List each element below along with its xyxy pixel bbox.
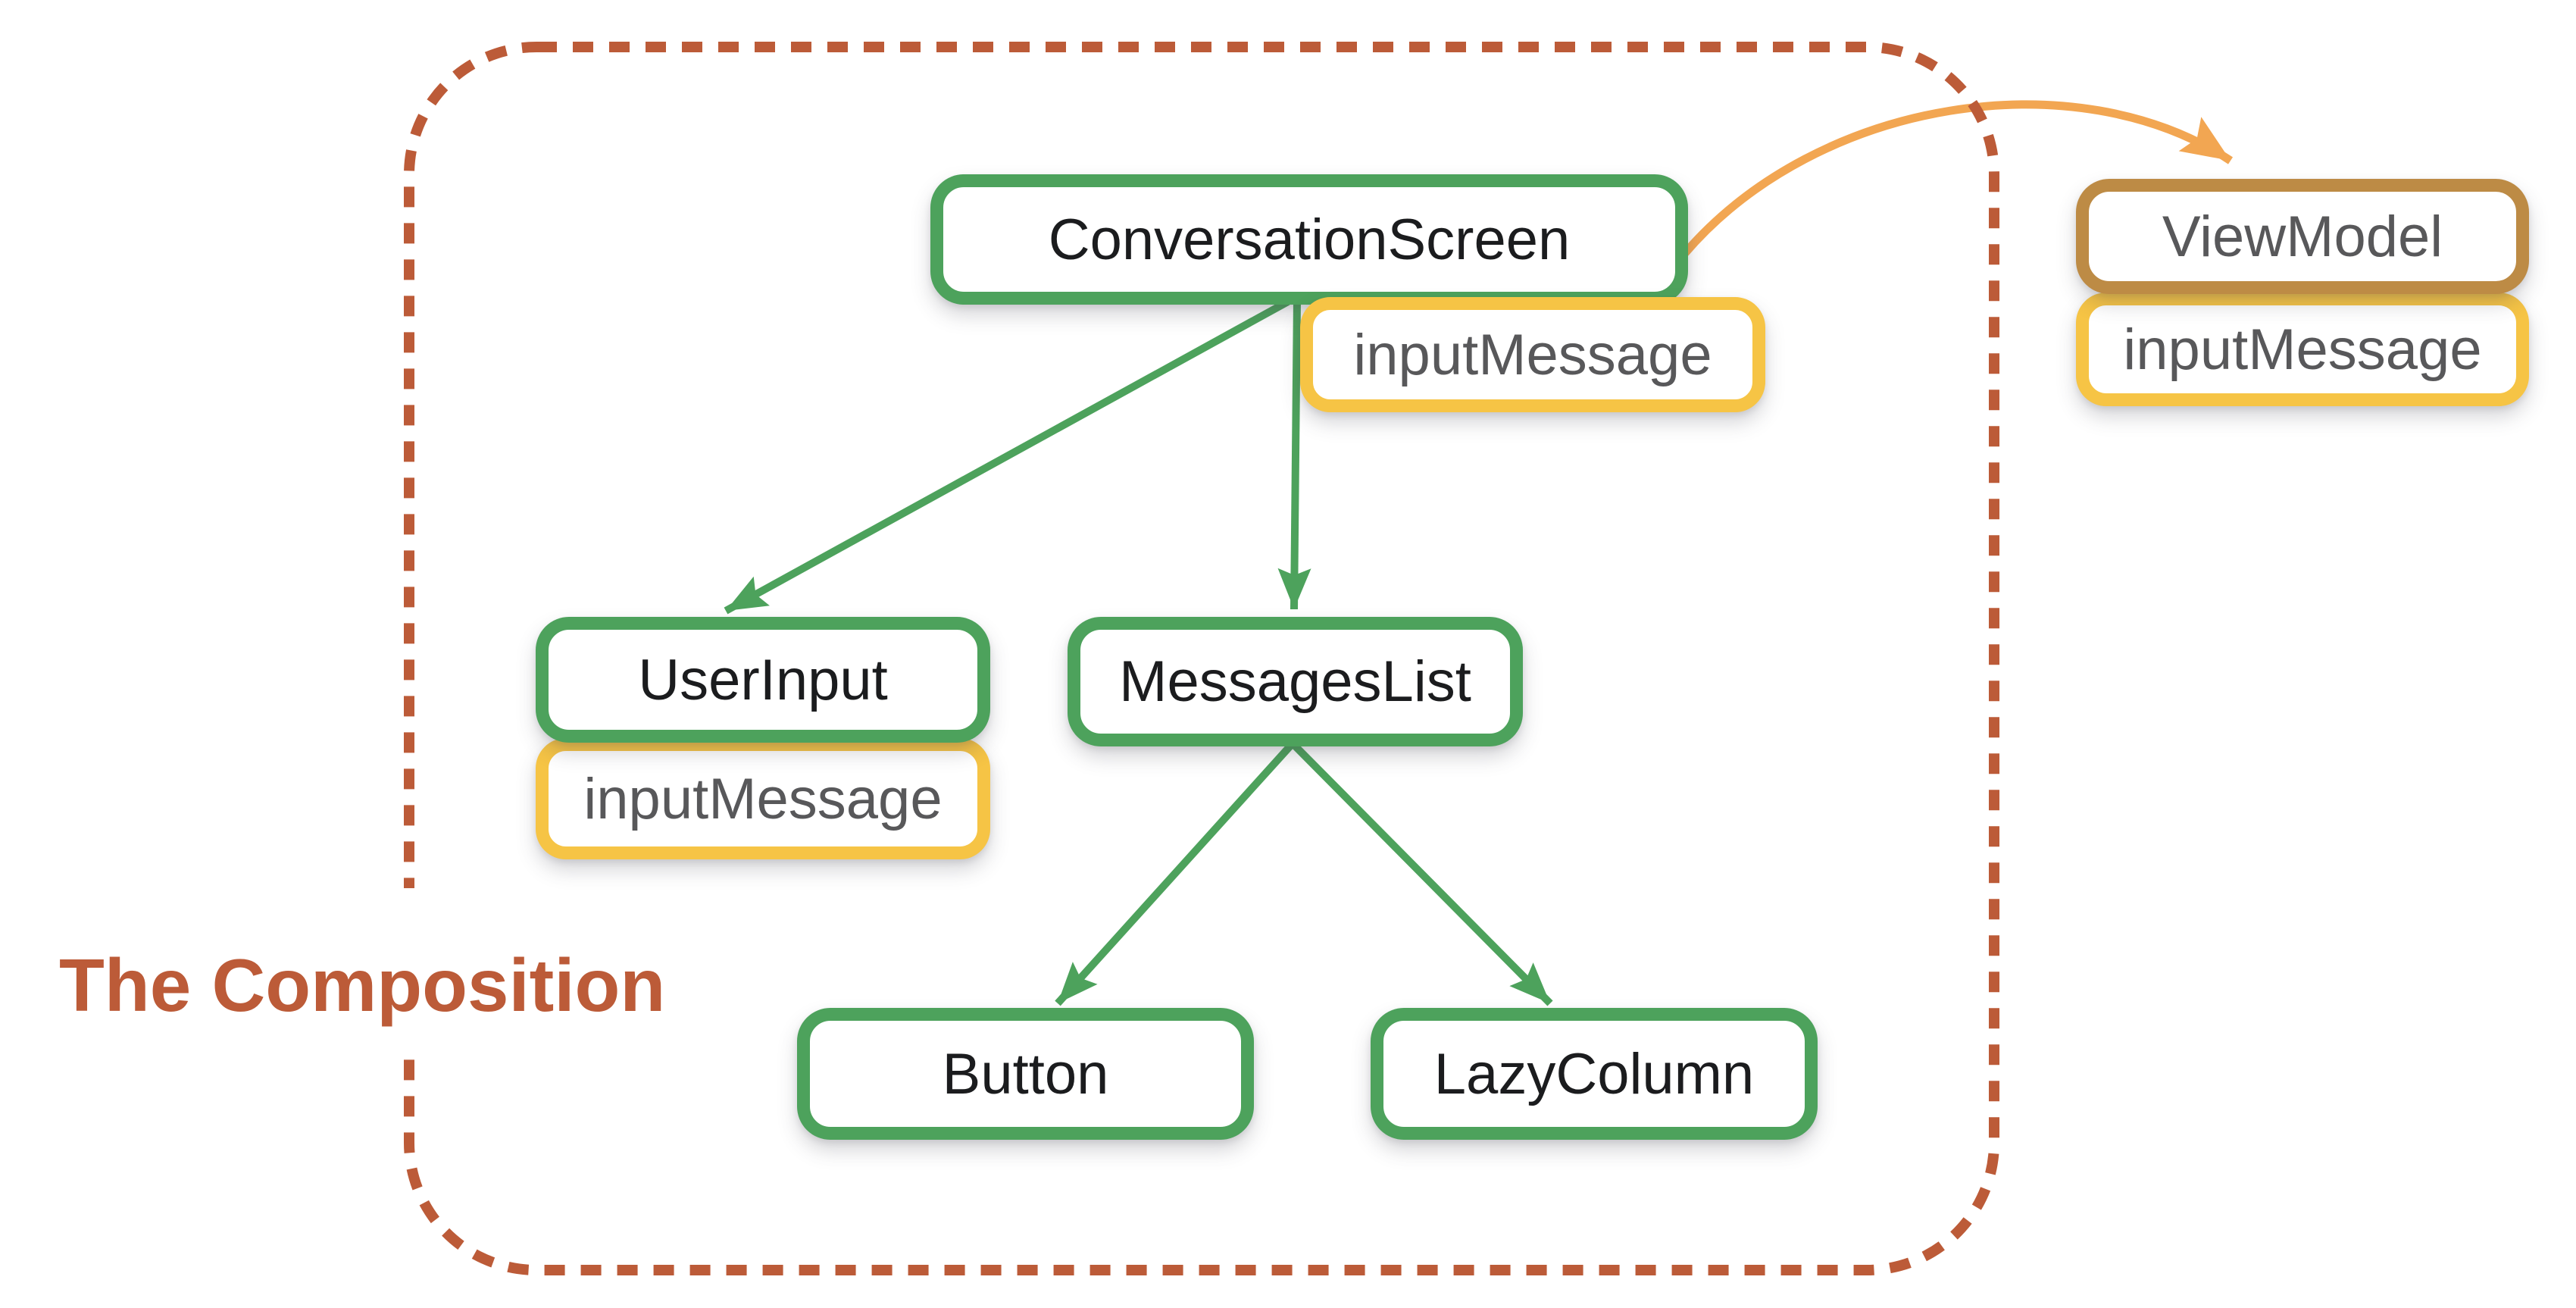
node-lazy-column: LazyColumn (1371, 1008, 1818, 1140)
state-label: inputMessage (583, 766, 943, 831)
edge-conversationscreen-viewmodel (1681, 100, 2234, 256)
node-label: Button (942, 1041, 1109, 1106)
node-view-model: ViewModel (2076, 179, 2529, 294)
node-conversation-screen: ConversationScreen (930, 174, 1688, 305)
badge-user-input-input-message: inputMessage (536, 738, 990, 859)
edge-messageslist-button (1055, 740, 1296, 1006)
state-label: inputMessage (2123, 317, 2482, 382)
edge-conversationscreen-userinput (724, 298, 1290, 615)
badge-view-model-input-message: inputMessage (2076, 293, 2529, 406)
edge-conversationscreen-messageslist (1277, 299, 1311, 610)
composition-boundary (404, 42, 1999, 1275)
node-label: UserInput (638, 647, 888, 712)
node-messages-list: MessagesList (1068, 617, 1523, 746)
node-button: Button (797, 1008, 1254, 1140)
boundary-title-gap (377, 888, 441, 1056)
state-label: inputMessage (1353, 322, 1712, 387)
edge-messageslist-lazycolumn (1290, 740, 1553, 1006)
badge-conversation-screen-input-message: inputMessage (1300, 297, 1765, 412)
node-user-input: UserInput (536, 617, 990, 743)
node-label: ConversationScreen (1048, 207, 1571, 272)
node-label: MessagesList (1119, 649, 1471, 714)
node-label: LazyColumn (1433, 1041, 1755, 1106)
composition-title: The Composition (59, 943, 666, 1027)
node-label: ViewModel (2162, 204, 2443, 269)
